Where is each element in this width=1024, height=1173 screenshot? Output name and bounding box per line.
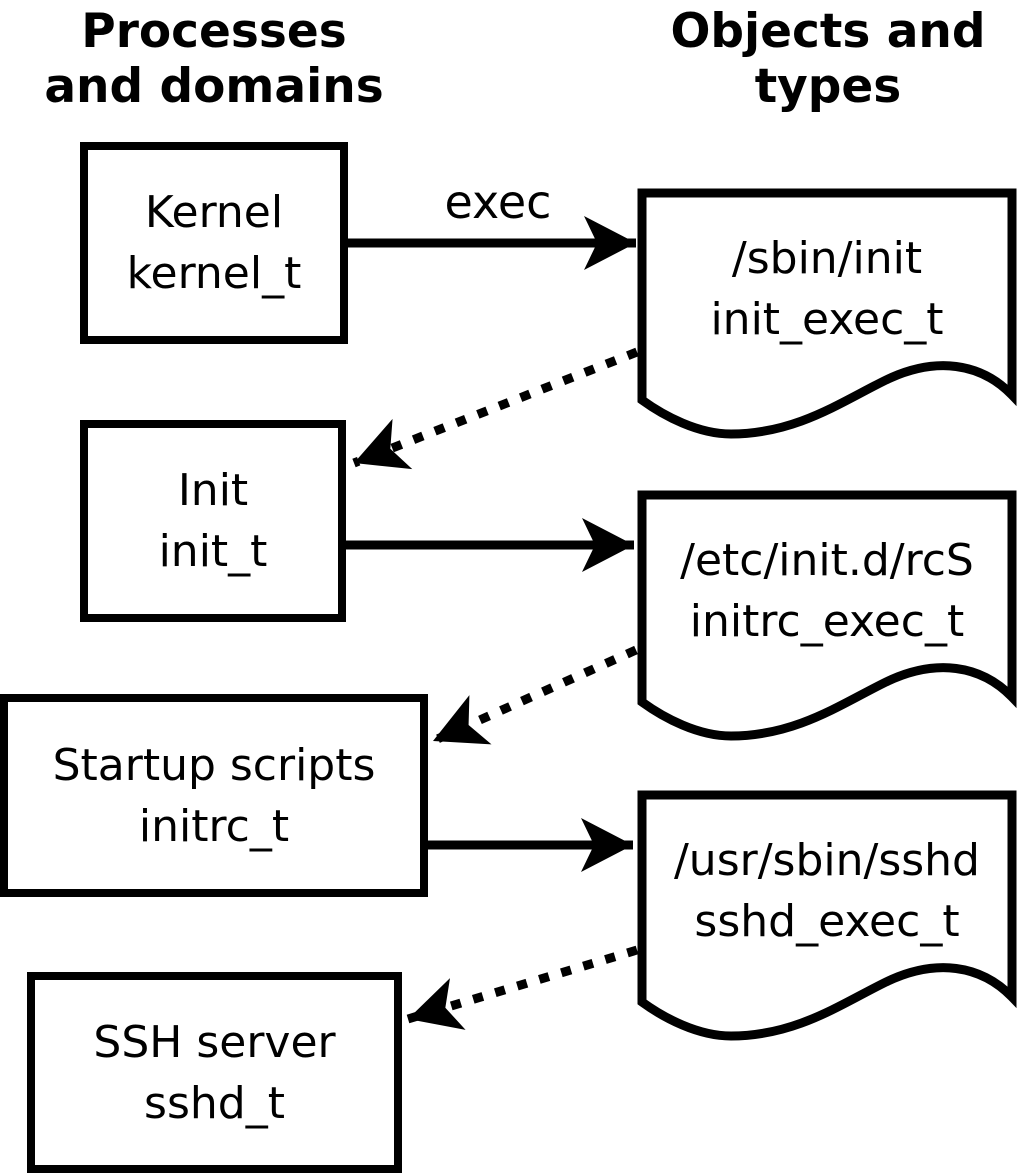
document-shape-icon — [637, 188, 1017, 439]
column-header-objects-line1: Objects and — [670, 4, 986, 59]
process-domain: sshd_t — [144, 1077, 285, 1129]
document-shape-icon — [637, 490, 1017, 741]
process-domain: kernel_t — [126, 248, 302, 299]
object-type: initrc_exec_t — [689, 596, 965, 647]
object-type: sshd_exec_t — [694, 896, 960, 947]
object-doc-usr-sbin-sshd: /usr/sbin/sshd sshd_exec_t — [636, 790, 1018, 1044]
dotted-arrow-etc-initd-rcs-to-initrc — [431, 645, 638, 746]
process-box-ssh-server: SSH server sshd_t — [27, 972, 402, 1173]
object-doc-text: /etc/init.d/rcS initrc_exec_t — [636, 490, 1018, 744]
process-domain: init_t — [158, 526, 268, 577]
object-path: /sbin/init — [731, 233, 923, 284]
column-header-objects: Objects and types — [638, 4, 1018, 114]
object-path: /usr/sbin/sshd — [673, 835, 980, 886]
process-name: Init — [177, 465, 249, 516]
exec-arrow-label: exec — [444, 175, 552, 229]
object-doc-text: /sbin/init init_exec_t — [636, 188, 1018, 442]
object-doc-etc-initd-rcs: /etc/init.d/rcS initrc_exec_t — [636, 490, 1018, 744]
process-name: Startup scripts — [52, 739, 376, 791]
process-name: Kernel — [144, 187, 284, 238]
column-header-processes-line2: and domains — [44, 59, 384, 114]
column-header-objects-line2: types — [754, 59, 902, 114]
process-name: SSH server — [93, 1016, 336, 1068]
process-box-kernel: Kernel kernel_t — [80, 142, 348, 344]
object-doc-sbin-init: /sbin/init init_exec_t — [636, 188, 1018, 442]
document-shape-icon — [637, 790, 1017, 1041]
process-box-init: Init init_t — [80, 420, 346, 622]
column-header-processes-line1: Processes — [81, 4, 347, 59]
dotted-arrow-usr-sbin-sshd-to-sshd — [406, 945, 639, 1030]
process-box-startup-scripts: Startup scripts initrc_t — [0, 694, 428, 897]
column-header-processes: Processes and domains — [24, 4, 404, 114]
object-doc-text: /usr/sbin/sshd sshd_exec_t — [636, 790, 1018, 1044]
dotted-arrow-sbin-init-to-init — [352, 347, 639, 470]
process-domain: initrc_t — [138, 800, 290, 852]
object-path: /etc/init.d/rcS — [680, 535, 974, 586]
object-type: init_exec_t — [710, 294, 944, 345]
